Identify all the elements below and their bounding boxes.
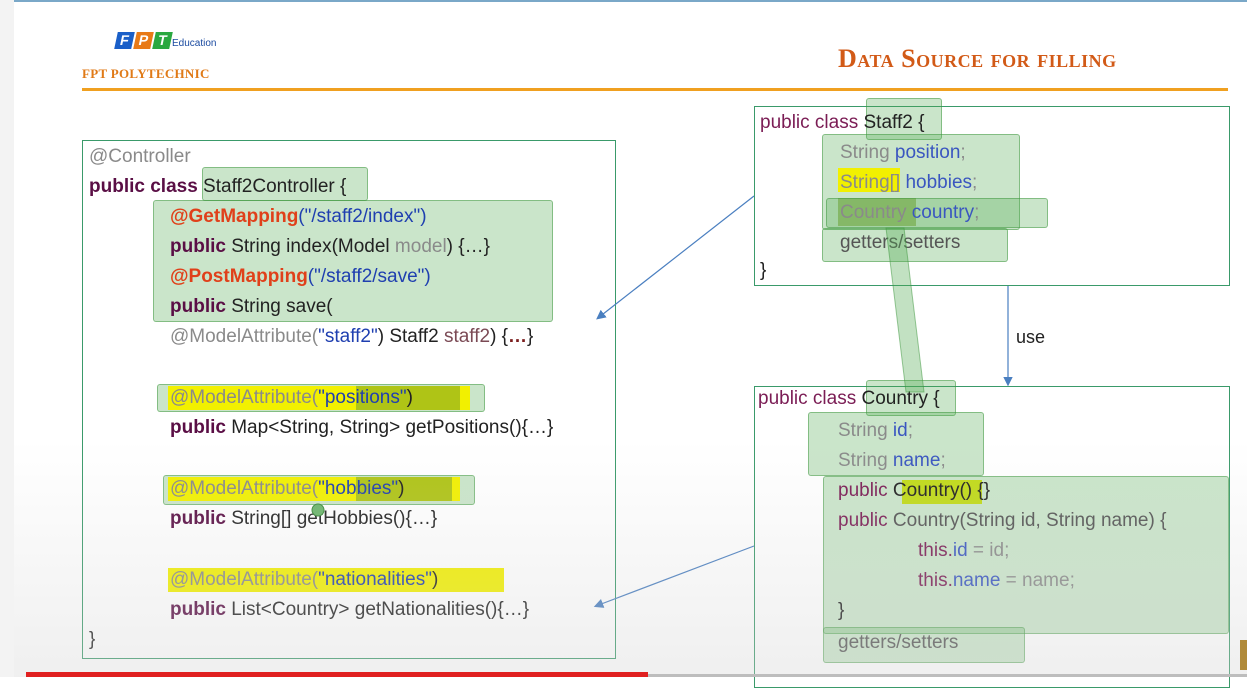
hobbies-token-highlight <box>356 477 452 501</box>
cursor-indicator <box>311 503 325 517</box>
code-line: @PostMapping("/staff2/save") <box>170 266 431 287</box>
highlight-getters-country <box>823 627 1025 663</box>
code-line: public String index(Model model) {…} <box>170 236 490 257</box>
code-line: this.name = name; <box>918 570 1075 591</box>
code-line: @ModelAttribute("nationalities") <box>170 569 439 590</box>
country-code-box <box>754 386 1230 688</box>
highlight-getters-staff2 <box>822 228 1008 262</box>
yellow-string-array <box>838 168 900 192</box>
arrow-country-to-nationalities <box>593 545 755 608</box>
code-line: public String[] getHobbies(){…} <box>170 508 438 529</box>
code-line: @GetMapping("/staff2/index") <box>170 206 427 227</box>
yellow-nationalities <box>168 568 504 592</box>
staff2-code-box <box>754 106 1230 286</box>
code-line: public Country(String id, String name) { <box>838 510 1167 531</box>
corner-thumbnail <box>1240 640 1247 670</box>
highlight-constructors <box>823 476 1229 634</box>
code-line: } <box>89 629 96 650</box>
highlight-controller-name <box>202 167 368 201</box>
code-line: public String save( <box>170 296 333 317</box>
code-line: String name; <box>838 450 946 471</box>
code-line: Country country; <box>840 202 980 223</box>
arrow-staff2-to-save <box>596 195 755 320</box>
code-line: @Controller <box>89 146 191 167</box>
code-line: public List<Country> getNationalities(){… <box>170 599 530 620</box>
positions-token-highlight <box>356 386 460 410</box>
code-line: public Map<String, String> getPositions(… <box>170 417 554 438</box>
country-type-highlight <box>838 198 916 226</box>
logo-school-name: FPT POLYTECHNIC <box>82 66 210 81</box>
code-line: } <box>838 600 845 621</box>
code-line: @ModelAttribute("hobbies") <box>170 478 405 499</box>
highlight-country-name <box>866 380 956 416</box>
code-line: public class Staff2 { <box>760 112 925 133</box>
video-progress-bar[interactable] <box>26 672 648 677</box>
code-line: getters/setters <box>838 632 959 653</box>
code-line: @ModelAttribute("staff2") Staff2 staff2)… <box>170 326 534 347</box>
left-margin <box>0 0 14 677</box>
logo-education-text: Education <box>172 38 217 49</box>
top-border <box>0 0 1247 2</box>
code-line: String[] hobbies; <box>840 172 978 193</box>
highlight-country-field <box>826 198 1048 228</box>
code-line: public Country() {} <box>838 480 991 501</box>
code-line: getters/setters <box>840 228 960 258</box>
highlight-staff2-name <box>866 98 942 140</box>
code-line: this.id = id; <box>918 540 1010 561</box>
code-line: String id; <box>838 420 913 441</box>
yellow-country-ctor <box>902 480 982 504</box>
code-line: @ModelAttribute("positions") <box>170 387 413 408</box>
highlight-mapping-block <box>153 200 553 322</box>
highlight-link-country <box>885 227 925 393</box>
code-line: public class Country { <box>758 388 940 409</box>
use-label: use <box>1016 327 1046 347</box>
highlight-country-fields <box>808 412 984 476</box>
header-rule <box>82 88 1228 91</box>
code-line: public class Staff2Controller { <box>89 176 347 197</box>
video-progress-track[interactable] <box>648 674 1247 677</box>
slide-title: Data Source for filling <box>838 44 1117 73</box>
code-line: } <box>760 260 767 281</box>
code-line: String position; <box>840 142 966 163</box>
